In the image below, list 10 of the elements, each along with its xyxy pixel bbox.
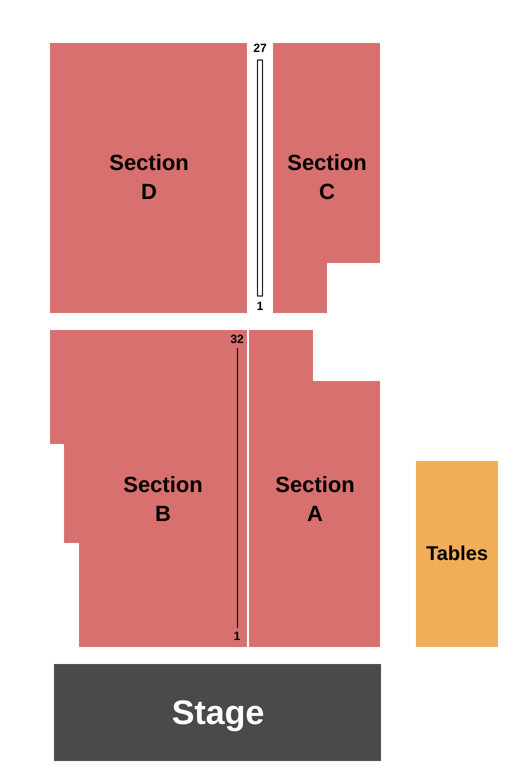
row-number: 32 <box>230 333 244 345</box>
row-number: 1 <box>234 630 240 642</box>
row-number: 1 <box>256 300 264 312</box>
section-label: Section B <box>123 471 203 528</box>
section-label: Section C <box>287 149 367 206</box>
section-label: Section A <box>275 471 355 528</box>
row-number: 27 <box>253 42 267 54</box>
tables-label: Tables <box>426 542 488 567</box>
section-label: Section D <box>109 149 189 206</box>
stage-label: Stage <box>172 692 264 734</box>
